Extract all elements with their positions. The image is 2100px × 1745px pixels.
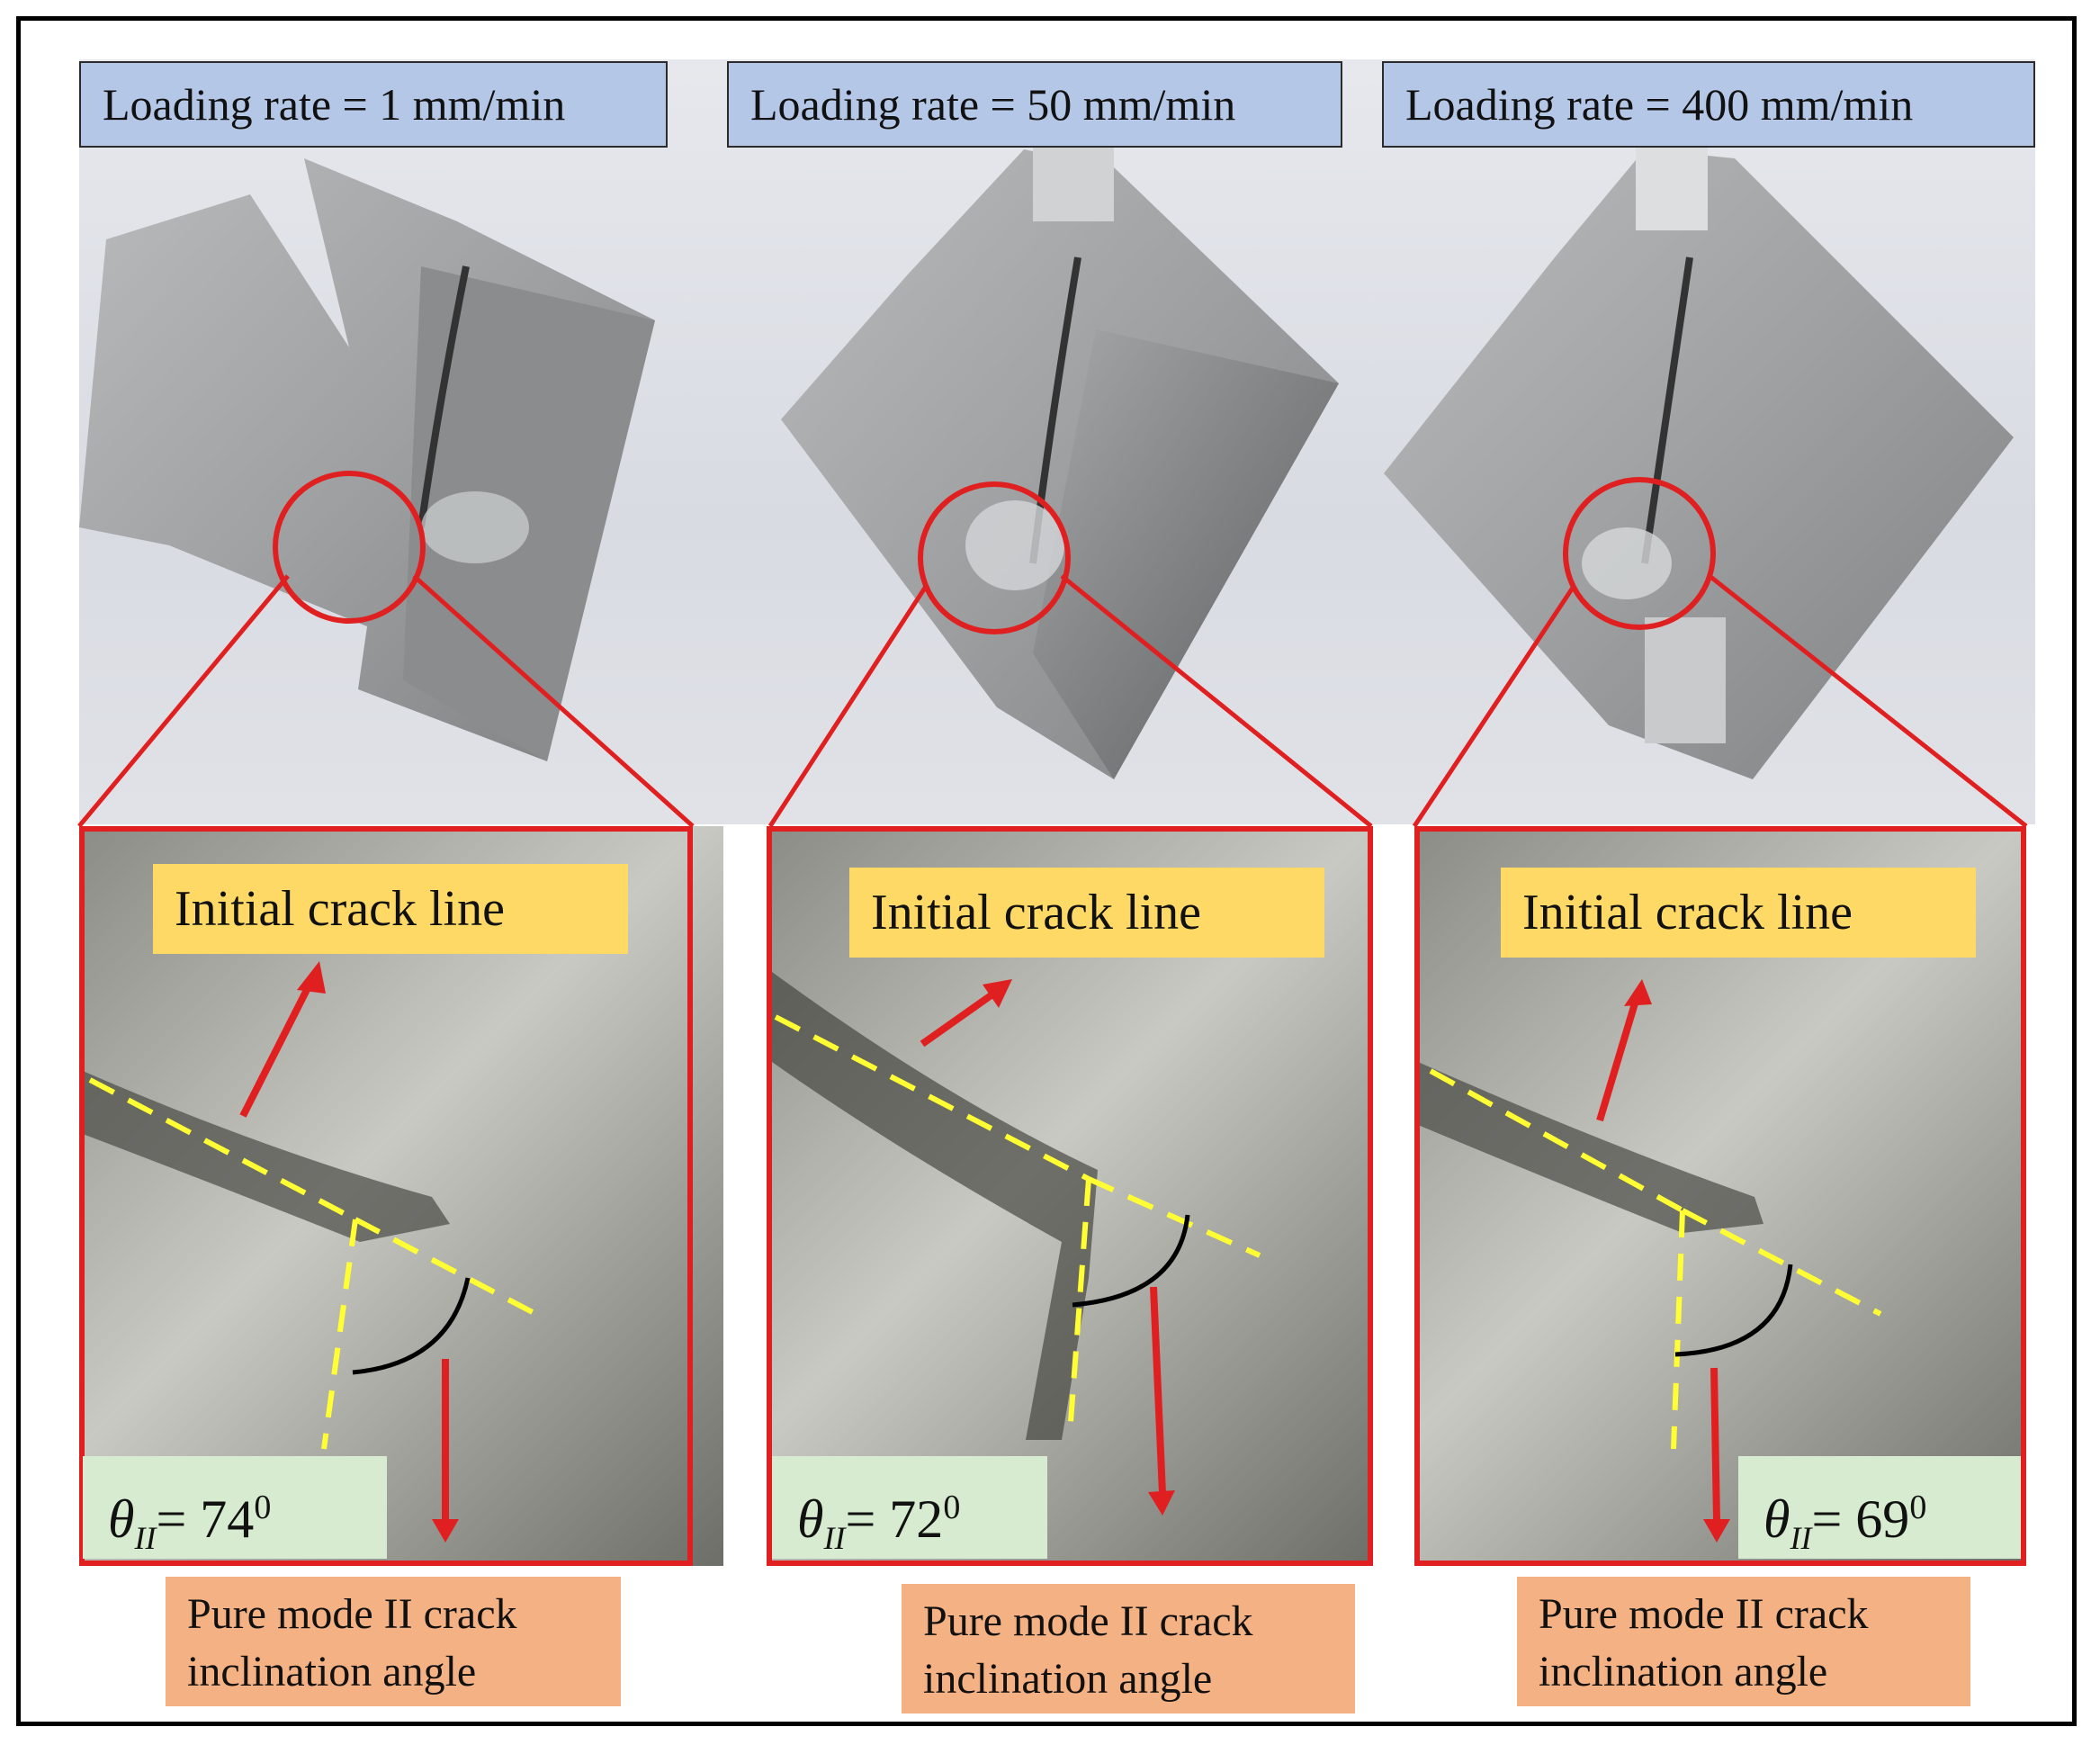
crack-line-label-2: Initial crack line (849, 868, 1324, 958)
mode-label-1-line2: inclination angle (187, 1648, 477, 1696)
mode-label-1-line1: Pure mode II crack (187, 1590, 517, 1638)
specimen-3 (1384, 131, 2014, 779)
zoom-line-3a (1412, 583, 1577, 828)
angle-label-2: θII= 720 (772, 1456, 1047, 1559)
crack-line-label-1: Initial crack line (153, 864, 628, 954)
zoom-border-1 (79, 826, 693, 1566)
zoom-border-3 (1414, 826, 2026, 1566)
zoom-line-1a (77, 574, 290, 828)
highlight-circle-2 (918, 481, 1071, 634)
zoom-line-2b (1060, 574, 1373, 828)
specimen-1 (79, 158, 655, 761)
mode-label-2: Pure mode II crack inclination angle (902, 1584, 1355, 1714)
zoom-line-3b (1708, 574, 2028, 828)
mode-label-3: Pure mode II crack inclination angle (1517, 1577, 1970, 1706)
zoom-graphics-1 (83, 961, 546, 1543)
mode-label-3-line2: inclination angle (1539, 1648, 1828, 1696)
mode-label-3-line1: Pure mode II crack (1539, 1590, 1869, 1638)
mode-label-1: Pure mode II crack inclination angle (166, 1577, 621, 1706)
highlight-circle-3 (1563, 477, 1716, 630)
zoom-line-2a (767, 583, 929, 828)
zoom-graphics-3 (1418, 979, 1882, 1543)
specimen-drawing (79, 122, 2014, 779)
zoom-border-2 (767, 826, 1373, 1566)
specimen-photo (79, 59, 2035, 824)
zoom-graphics-2 (772, 972, 1261, 1516)
angle-label-3: θII= 690 (1738, 1456, 2021, 1559)
mode-label-2-line2: inclination angle (923, 1655, 1213, 1703)
mode-label-2-line1: Pure mode II crack (923, 1597, 1253, 1645)
loading-rate-label-1: Loading rate = 1 mm/min (79, 61, 668, 148)
crack-line-label-3: Initial crack line (1501, 868, 1976, 958)
loading-rate-label-2: Loading rate = 50 mm/min (727, 61, 1342, 148)
highlight-circle-1 (273, 471, 426, 624)
zoom-line-1b (412, 574, 695, 828)
angle-label-1: θII= 740 (83, 1456, 387, 1559)
loading-rate-label-3: Loading rate = 400 mm/min (1382, 61, 2035, 148)
